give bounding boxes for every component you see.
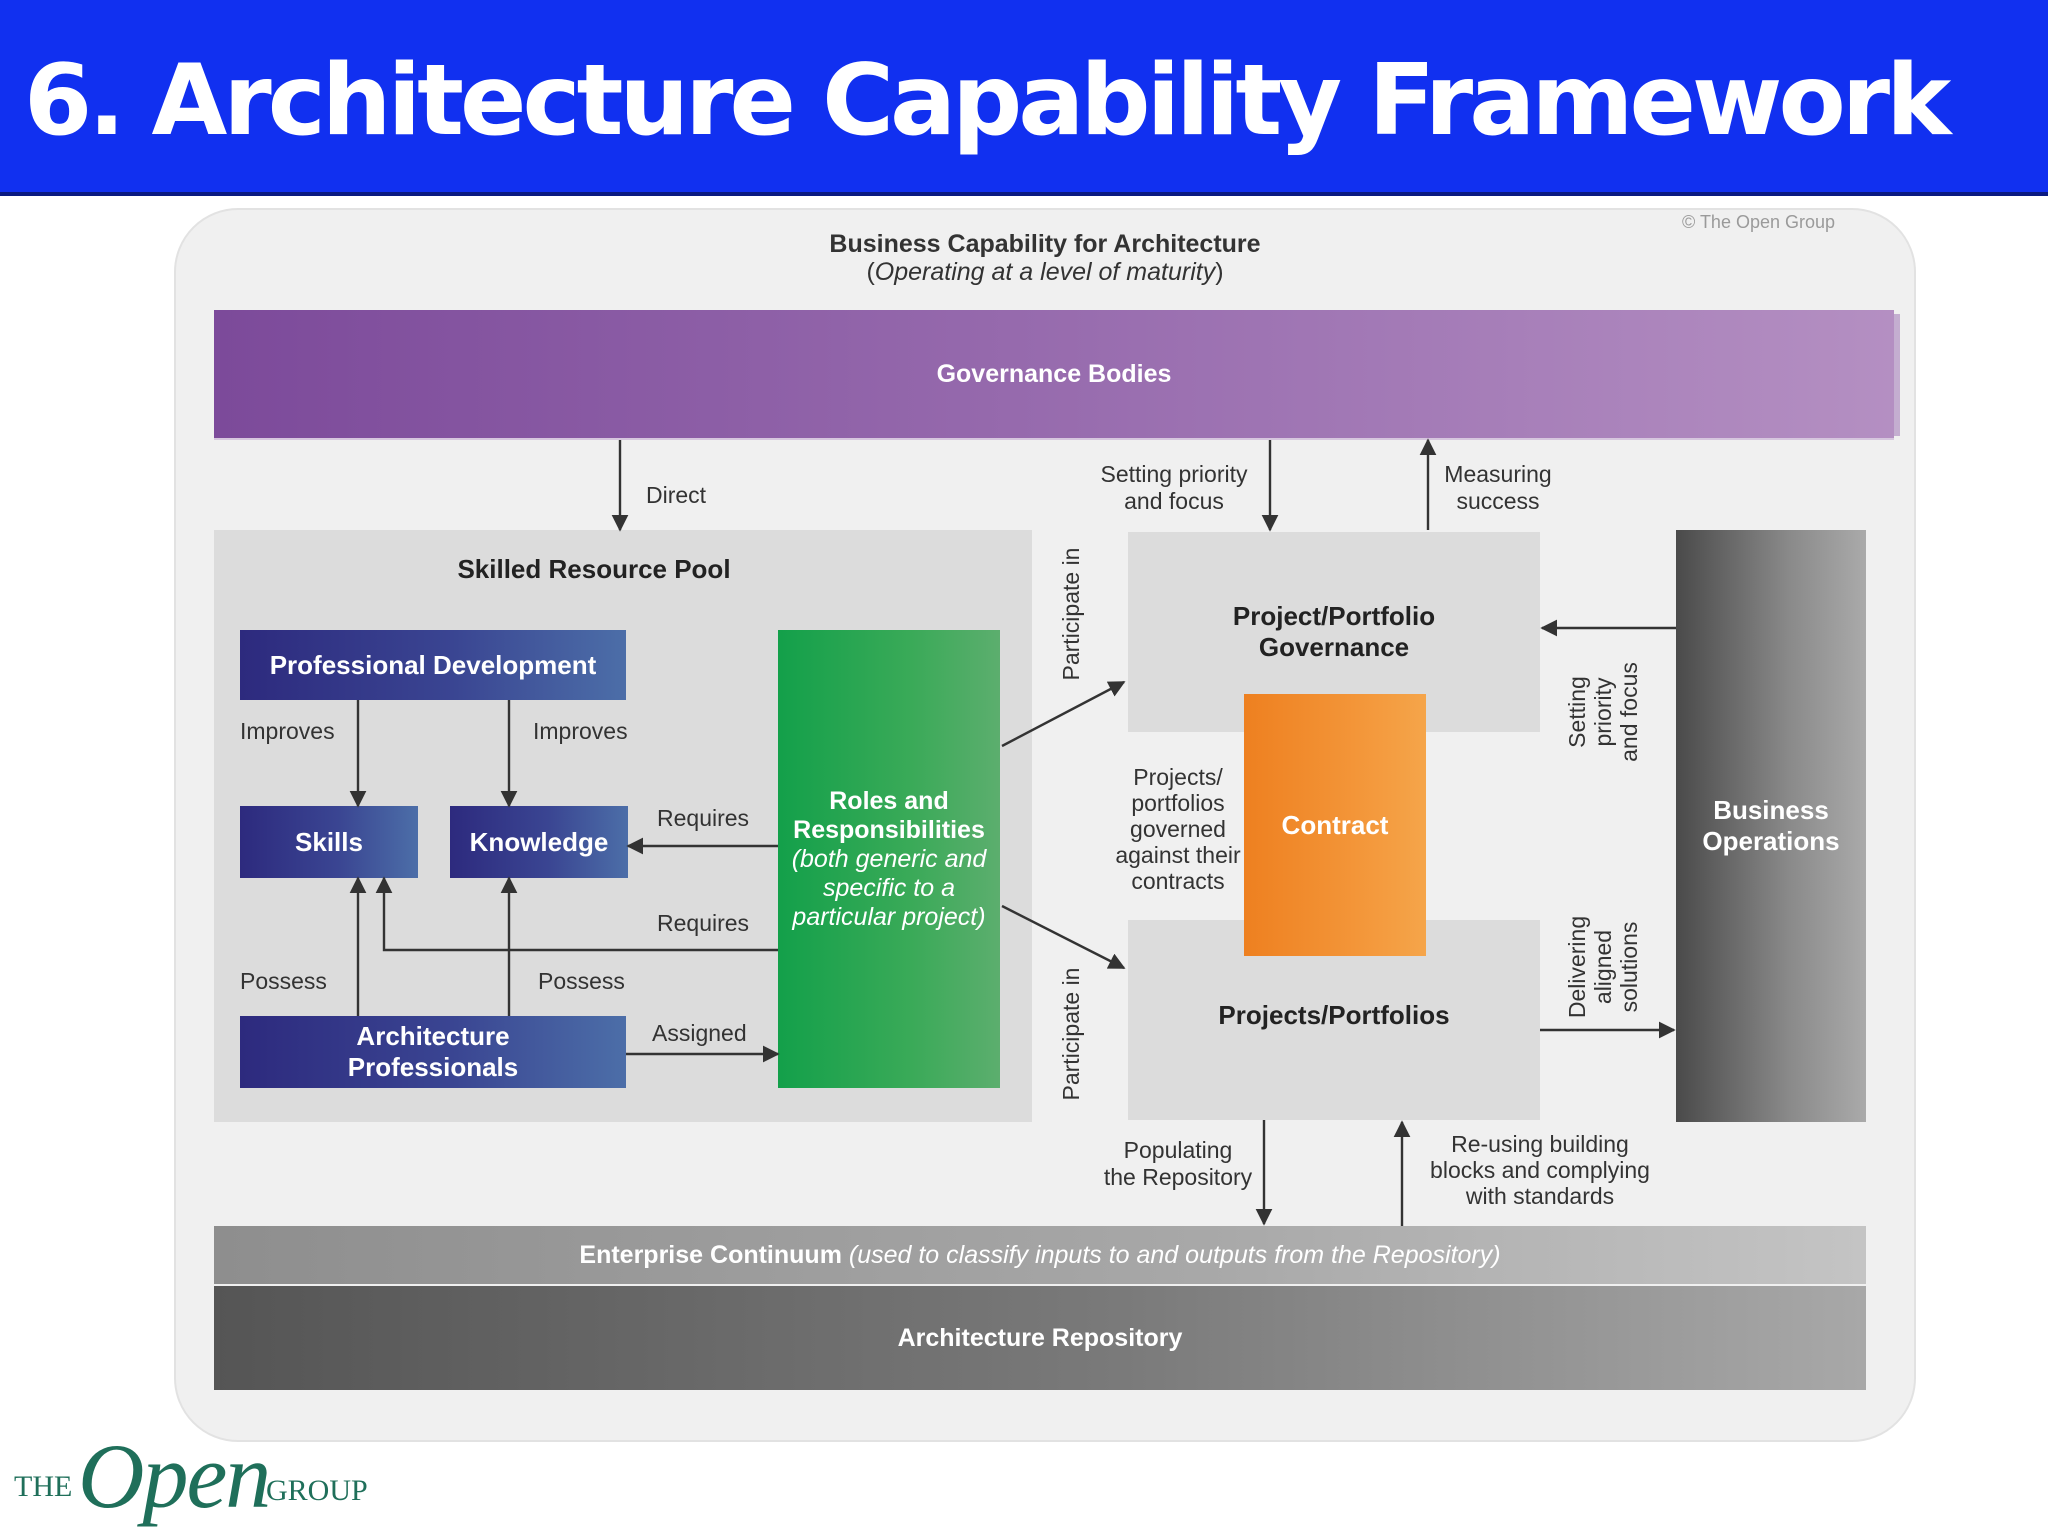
label-reusing-line2: blocks and complying: [1430, 1157, 1650, 1183]
diagram-subtitle: (Operating at a level of maturity): [620, 258, 1470, 287]
diagram-title: Business Capability for Architecture: [829, 230, 1261, 258]
skilled-resource-pool-title: Skilled Resource Pool: [457, 554, 731, 584]
label-setting-priority-line2: and focus: [1124, 488, 1224, 514]
label-reusing-building-blocks: Re-using building blocks and complying w…: [1418, 1131, 1662, 1209]
business-operations-line2: Operations: [1702, 826, 1840, 856]
label-projects-governed-line2: portfolios: [1131, 790, 1225, 816]
roles-line5: particular project): [792, 902, 986, 931]
label-delivering-line1: Delivering: [1564, 915, 1590, 1019]
label-reusing-line1: Re-using building: [1451, 1131, 1629, 1157]
label-projects-governed: Projects/ portfolios governed against th…: [1104, 764, 1252, 894]
roles-line1: Roles and: [829, 786, 949, 815]
title-bar: 6. Architecture Capability Framework: [0, 0, 2048, 196]
label-setting-priority-v-line1: Setting: [1564, 676, 1590, 748]
architecture-professionals-line1: Architecture: [356, 1021, 510, 1051]
label-populating-line2: the Repository: [1103, 1164, 1253, 1190]
governance-bodies-band: [214, 310, 1894, 438]
slide-title: 6. Architecture Capability Framework: [24, 44, 1951, 158]
label-setting-priority-v-line3: and focus: [1616, 662, 1642, 762]
knowledge-label: Knowledge: [469, 826, 609, 857]
label-possess-skills: Possess: [240, 968, 327, 994]
label-measuring-success: Measuring success: [1418, 461, 1578, 515]
skills-box: Skills: [240, 806, 418, 878]
label-direct: Direct: [646, 482, 707, 508]
professional-development-label: Professional Development: [269, 649, 597, 680]
architecture-repository-band: Architecture Repository: [214, 1286, 1866, 1390]
label-requires-skills: Requires: [657, 910, 750, 936]
label-reusing-line3: with standards: [1465, 1183, 1615, 1209]
logo-open: Open: [78, 1425, 271, 1527]
label-improves-knowledge: Improves: [533, 718, 628, 744]
label-setting-priority: Setting priority and focus: [1064, 461, 1284, 515]
label-setting-priority-v-line2: priority: [1590, 677, 1616, 747]
business-operations-box: Business Operations: [1676, 530, 1866, 1122]
diagram-subtitle-open: (: [866, 258, 875, 286]
arrow-participate-governance: [1001, 680, 1126, 748]
label-requires-knowledge: Requires: [657, 805, 750, 831]
enterprise-continuum-label: Enterprise Continuum: [579, 1240, 842, 1269]
label-projects-governed-line5: contracts: [1131, 868, 1225, 894]
contract-box: Contract: [1244, 694, 1426, 956]
knowledge-box: Knowledge: [450, 806, 628, 878]
label-setting-priority-line1: Setting priority: [1100, 461, 1248, 487]
label-populating-line1: Populating: [1123, 1137, 1233, 1163]
governance-bodies-label: Governance Bodies: [936, 359, 1172, 388]
diagram-subtitle-italic: Operating at a level of maturity: [874, 258, 1216, 286]
project-governance-line2: Governance: [1258, 632, 1410, 662]
roles-and-responsibilities-box: Roles and Responsibilities (both generic…: [778, 630, 1000, 1088]
roles-line2: Responsibilities: [793, 815, 985, 844]
architecture-repository-label: Architecture Repository: [897, 1323, 1183, 1352]
roles-line4: specific to a: [822, 873, 955, 902]
architecture-professionals-box: Architecture Professionals: [240, 1016, 626, 1088]
diagram-subtitle-close: ): [1215, 258, 1224, 286]
label-setting-priority-vertical: Setting priority and focus: [1564, 658, 1642, 766]
arrow-participate-projects: [1001, 904, 1126, 970]
label-delivering-line2: aligned: [1590, 929, 1616, 1005]
label-populating-repository: Populating the Repository: [1088, 1137, 1268, 1191]
label-delivering-line3: solutions: [1616, 921, 1642, 1013]
logo-the: THE: [14, 1470, 73, 1503]
label-measuring-line1: Measuring: [1444, 461, 1552, 487]
copyright-notice: © The Open Group: [1682, 212, 1836, 232]
contract-label: Contract: [1281, 809, 1389, 840]
roles-line3: (both generic and: [791, 844, 987, 873]
label-delivering-solutions: Delivering aligned solutions: [1564, 913, 1642, 1021]
project-portfolio-governance-label: Project/Portfolio Governance: [1128, 601, 1540, 663]
label-assigned: Assigned: [652, 1020, 747, 1046]
skills-label: Skills: [295, 826, 363, 857]
label-improves-skills: Improves: [240, 718, 335, 744]
arrow-requires-skills: [375, 876, 778, 952]
label-possess-knowledge: Possess: [538, 968, 625, 994]
enterprise-continuum-note: (used to classify inputs to and outputs …: [841, 1240, 1501, 1269]
business-operations-line1: Business: [1713, 795, 1829, 825]
label-projects-governed-line1: Projects/: [1133, 764, 1223, 790]
label-participate-governance: Participate in: [1058, 547, 1084, 681]
label-measuring-line2: success: [1456, 488, 1540, 514]
professional-development-box: Professional Development: [240, 630, 626, 700]
projects-portfolios-label: Projects/Portfolios: [1218, 1000, 1450, 1030]
label-projects-governed-line4: against their: [1115, 842, 1241, 868]
architecture-professionals-line2: Professionals: [347, 1052, 519, 1082]
label-participate-projects: Participate in: [1058, 967, 1084, 1101]
project-governance-line1: Project/Portfolio: [1232, 601, 1436, 631]
enterprise-continuum-band: Enterprise Continuum (used to classify i…: [214, 1226, 1866, 1284]
logo-group: GROUP: [266, 1474, 368, 1507]
label-projects-governed-line3: governed: [1130, 816, 1226, 842]
